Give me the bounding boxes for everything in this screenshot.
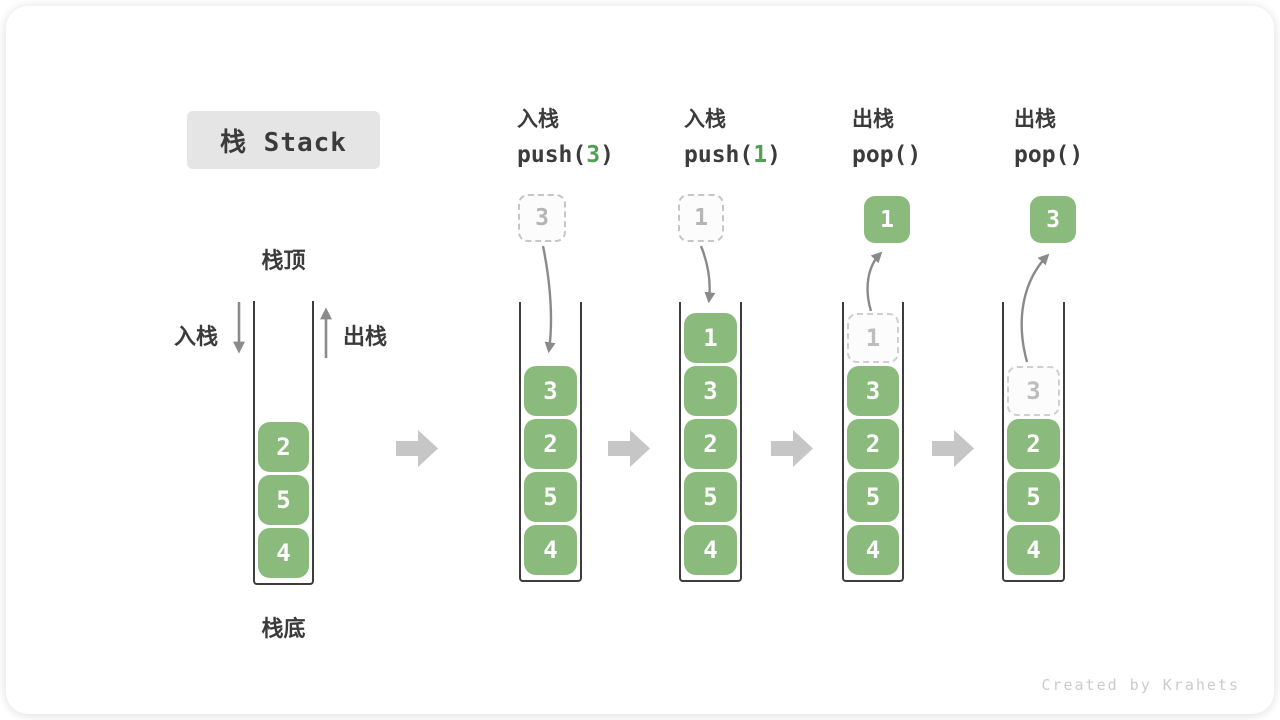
call-text: ) <box>767 142 781 168</box>
op-header-push3: 入栈 push(3) <box>517 103 614 168</box>
pushed-value-box: 3 <box>518 194 566 242</box>
stack-item: 5 <box>524 472 577 522</box>
stack-item: 2 <box>258 422 309 472</box>
push-side-label: 入栈 <box>174 324 219 349</box>
op-name: 入栈 <box>684 108 726 131</box>
push1-flow-arrow-icon <box>699 245 716 304</box>
title-box: 栈 Stack <box>187 111 380 169</box>
call-arg: 3 <box>586 142 601 168</box>
op-name: 出栈 <box>852 108 894 131</box>
stack-item: 3 <box>684 366 737 416</box>
popped-value-box: 3 <box>1030 196 1076 243</box>
call-arg: 1 <box>753 142 768 168</box>
stack-item: 3 <box>847 366 899 416</box>
stack-item: 2 <box>1007 419 1060 469</box>
op-name: 出栈 <box>1014 108 1056 131</box>
call-text: push( <box>684 142 754 168</box>
call-text: push( <box>517 142 587 168</box>
stack-item: 4 <box>847 525 899 575</box>
stack-top-label: 栈顶 <box>261 248 306 273</box>
op-header-push1: 入栈 push(1) <box>684 103 781 168</box>
stack-item: 1 <box>847 313 899 363</box>
call-text: pop() <box>1014 142 1084 168</box>
stack-item: 1 <box>684 313 737 363</box>
call-text: pop() <box>852 142 922 168</box>
op-call: pop() <box>852 142 921 168</box>
call-text: ) <box>600 142 614 168</box>
pushed-value-box: 1 <box>678 194 724 242</box>
stack-item: 2 <box>684 419 737 469</box>
op-call: push(1) <box>684 142 781 168</box>
op-call: push(3) <box>517 142 614 168</box>
next-step-arrow-icon <box>771 430 813 467</box>
stack-item: 4 <box>1007 525 1060 575</box>
popped-value-box: 1 <box>864 196 910 243</box>
next-step-arrow-icon <box>608 430 650 467</box>
op-header-pop1: 出栈 pop() <box>852 103 921 168</box>
stack-item: 5 <box>847 472 899 522</box>
op-name: 入栈 <box>517 108 559 131</box>
stack-item: 2 <box>847 419 899 469</box>
op-call: pop() <box>1014 142 1083 168</box>
next-step-arrow-icon <box>396 430 438 467</box>
next-step-arrow-icon <box>932 430 974 467</box>
stack-item: 4 <box>684 525 737 575</box>
stack-item: 5 <box>1007 472 1060 522</box>
watermark: Created by Krahets <box>1041 676 1240 694</box>
stack-item: 5 <box>258 475 309 525</box>
stack-item: 4 <box>524 525 577 575</box>
pop-side-label: 出栈 <box>343 324 388 349</box>
op-header-pop2: 出栈 pop() <box>1014 103 1083 168</box>
stack-item: 4 <box>258 528 309 578</box>
page-title: 栈 Stack <box>220 127 347 158</box>
stack-item: 3 <box>1007 366 1060 416</box>
stack-bottom-label: 栈底 <box>261 616 306 641</box>
stack-item: 5 <box>684 472 737 522</box>
stack-item: 3 <box>524 366 577 416</box>
stack-item: 2 <box>524 419 577 469</box>
